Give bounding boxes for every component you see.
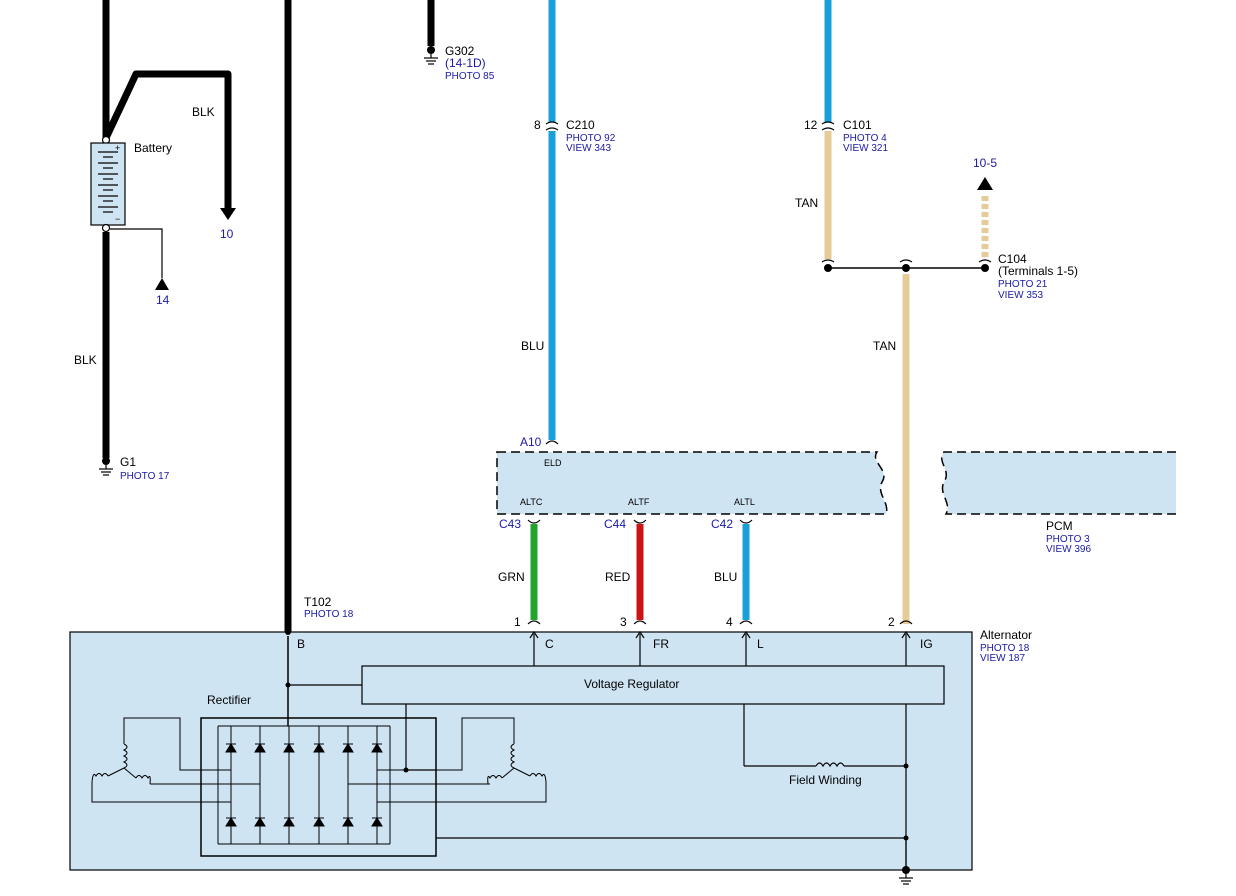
pcm-eld: ELD (544, 458, 562, 468)
arrow-down-10 (220, 208, 236, 220)
c210-photo: PHOTO 92 (566, 133, 616, 144)
c104-label: C104 (998, 252, 1027, 266)
alternator-view: VIEW 187 (980, 653, 1025, 664)
alt-pin-3: 3 (620, 615, 627, 629)
pcm-box-left (496, 451, 888, 515)
pcm-label: PCM (1046, 519, 1073, 533)
wire-blk-battery (102, 70, 232, 210)
alternator-label: Alternator (980, 628, 1032, 642)
arrow-up-10-5 (977, 177, 993, 190)
battery-cells (98, 151, 118, 213)
field-winding-label: Field Winding (789, 773, 862, 787)
t102-photo: PHOTO 18 (304, 609, 354, 620)
wire-blk-battery-label: BLK (192, 105, 215, 119)
voltage-regulator-label: Voltage Regulator (584, 677, 679, 691)
stator-windings (91, 717, 547, 803)
pcm-box-right (941, 451, 1176, 515)
arrow-10-label: 10 (220, 227, 234, 241)
arrow-up-14 (155, 278, 169, 290)
voltage-regulator-box (361, 665, 945, 705)
wire-tan-c101-label: TAN (795, 196, 818, 210)
wire-grn-label: GRN (498, 570, 525, 584)
battery-minus: − (115, 214, 120, 224)
alt-pin-1: 1 (514, 615, 521, 629)
arrow-10-5-label: 10-5 (973, 156, 997, 170)
alt-pin-4: 4 (726, 615, 733, 629)
g1-photo: PHOTO 17 (120, 471, 170, 482)
c210-view: VIEW 343 (566, 143, 611, 154)
c101-photo: PHOTO 4 (843, 133, 887, 144)
pcm-altl: ALTL (734, 497, 755, 507)
g302-photo: PHOTO 85 (445, 71, 495, 82)
battery-label: Battery (134, 141, 172, 155)
c210-label: C210 (566, 118, 595, 132)
c101-view: VIEW 321 (843, 143, 888, 154)
pcm-c44: C44 (604, 517, 626, 531)
pcm-c43: C43 (499, 517, 521, 531)
pcm-altc: ALTC (520, 497, 543, 507)
alt-pin-2: 2 (888, 615, 895, 629)
wire-blu-c42-label: BLU (714, 570, 737, 584)
alternator-photo: PHOTO 18 (980, 643, 1030, 654)
c104-terminals: (Terminals 1-5) (998, 264, 1078, 278)
wire-tan-main-label: TAN (873, 339, 896, 353)
terminal-l: L (757, 637, 764, 651)
terminal-fr: FR (653, 637, 669, 651)
ground-alternator-icon (899, 874, 913, 885)
terminal-arrows (529, 630, 911, 666)
ground-g1-icon (99, 465, 113, 476)
pcm-photo: PHOTO 3 (1046, 534, 1090, 545)
wire-red-label: RED (605, 570, 631, 584)
pcm-altf: ALTF (628, 497, 650, 507)
c104-view: VIEW 353 (998, 290, 1043, 301)
terminal-c: C (545, 637, 554, 651)
g302-label: G302 (445, 44, 475, 58)
battery-symbol (90, 142, 126, 226)
connector-c101 (821, 121, 835, 131)
pcm-a10: A10 (520, 435, 542, 449)
battery-plus: + (115, 143, 120, 153)
c101-label: C101 (843, 118, 872, 132)
c210-pin: 8 (534, 118, 541, 132)
terminal-ig: IG (920, 637, 933, 651)
rectifier-box (200, 717, 437, 857)
t102-label: T102 (304, 595, 332, 609)
arrow-14-label: 14 (156, 293, 170, 307)
g1-label: G1 (120, 455, 136, 469)
terminal-b: B (297, 637, 305, 651)
c101-pin: 12 (804, 118, 818, 132)
rectifier-diodes (217, 725, 391, 845)
c104-photo: PHOTO 21 (998, 279, 1048, 290)
ground-g302-icon (424, 54, 438, 65)
g302-ref: (14-1D) (445, 56, 486, 70)
rectifier-label: Rectifier (207, 693, 251, 707)
wire-blk-left-label: BLK (74, 353, 97, 367)
connector-c210 (545, 121, 559, 131)
pcm-c42: C42 (711, 517, 733, 531)
wire-blu-c210-label: BLU (521, 339, 544, 353)
wire-to-14 (110, 228, 163, 278)
pcm-view: VIEW 396 (1046, 544, 1091, 555)
field-winding-coil (815, 762, 845, 768)
